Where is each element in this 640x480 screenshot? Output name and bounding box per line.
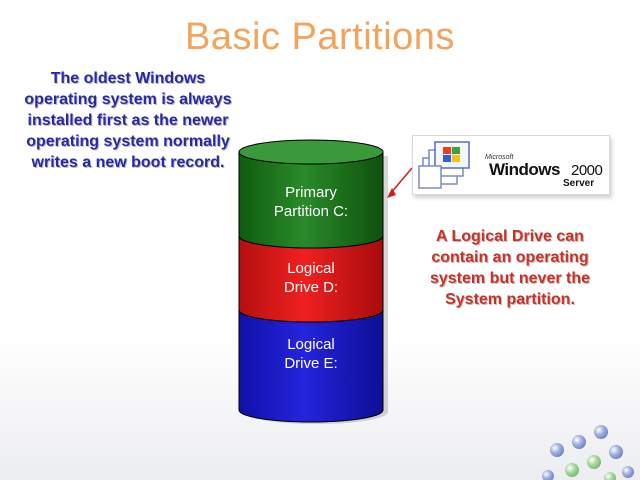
logo-microsoft-text: Microsoft <box>485 154 514 161</box>
label-drive-e-line2: Drive E: <box>284 355 338 372</box>
decorative-balls <box>542 425 634 480</box>
label-drive-d: Logical Drive D: <box>251 259 371 297</box>
windows-flag-icon <box>418 141 470 189</box>
logo-windows-text: Windows <box>489 160 560 179</box>
label-drive-e-line1: Logical <box>287 336 335 353</box>
right-note: A Logical Drive can contain an operating… <box>429 228 591 308</box>
label-drive-d-line2: Drive D: <box>283 279 339 296</box>
logo-version-text: 2000 <box>571 162 603 179</box>
label-drive-e: Logical Drive E: <box>251 335 371 373</box>
label-drive-d-line1: Logical <box>287 260 335 277</box>
label-partition-c-line2: Partition C: <box>273 203 349 220</box>
logo-edition-text: Server <box>563 178 595 189</box>
label-partition-c-line1: Primary <box>285 184 337 201</box>
left-note: The oldest Windows operating system is a… <box>24 70 232 171</box>
label-partition-c: Primary Partition C: <box>251 183 371 221</box>
slide-title: Basic Partitions <box>185 16 455 58</box>
cylinder-top <box>238 139 384 165</box>
segment-partition-c <box>238 151 384 249</box>
arrow-line <box>389 167 413 195</box>
arrow-head <box>387 188 396 198</box>
windows-logo-box: Microsoft Windows 2000 Server <box>412 135 610 195</box>
